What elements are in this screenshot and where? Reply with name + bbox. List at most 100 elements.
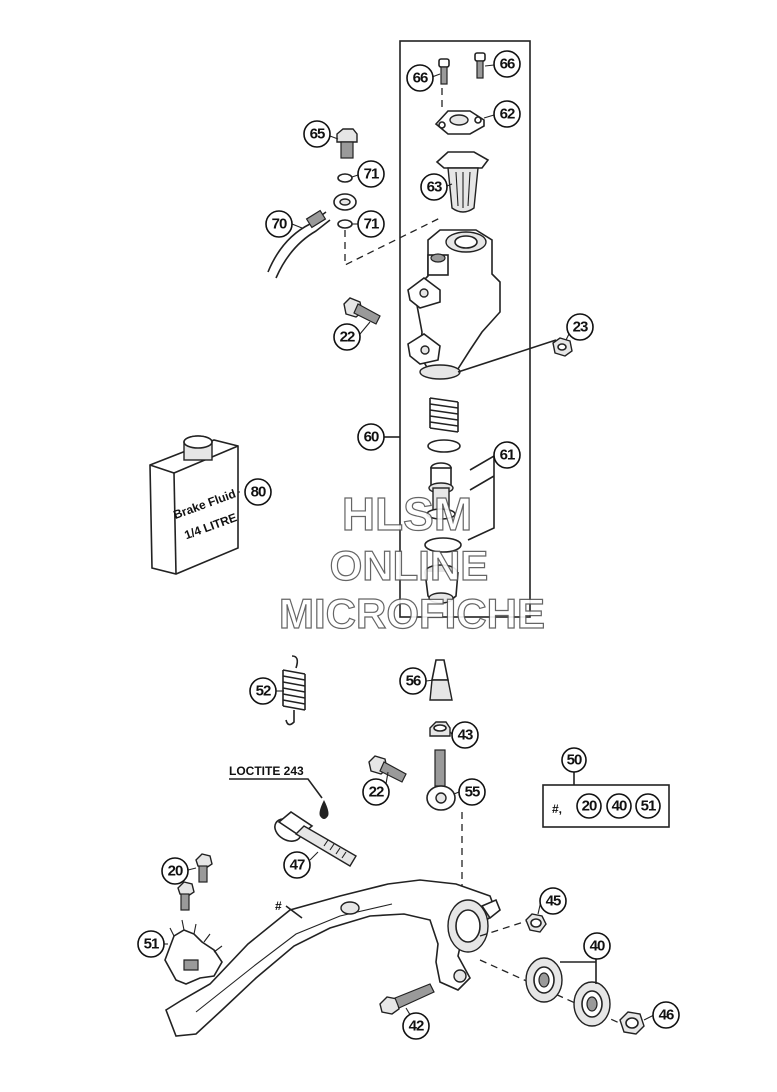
callout-leaders xyxy=(164,64,655,1021)
callout-56: 56 xyxy=(399,667,427,695)
callout-60: 60 xyxy=(357,423,385,451)
watermark-line3: MICROFICHE xyxy=(279,590,545,637)
brake-fluid-bottle-80: Brake Fluid 1/4 LITRE xyxy=(149,435,239,575)
nut-43 xyxy=(429,721,451,737)
washer-71-upper xyxy=(337,173,353,183)
svg-text:20: 20 xyxy=(168,863,183,880)
callout-40: 40 xyxy=(583,932,611,960)
leader-hash-lever xyxy=(285,905,303,919)
watermark: HLSM ONLINE MICROFICHE xyxy=(278,487,545,637)
svg-text:45: 45 xyxy=(546,893,561,910)
hash-marker-lever: # xyxy=(275,899,282,913)
callout-71-upper: 71 xyxy=(357,160,385,188)
clevis-leader xyxy=(457,339,557,373)
svg-text:22: 22 xyxy=(340,329,355,346)
svg-text:46: 46 xyxy=(659,1007,674,1024)
kit-box-callout-51: 51 xyxy=(635,793,661,819)
callout-66-left: 66 xyxy=(406,64,434,92)
banjo-bolt-65 xyxy=(336,128,358,159)
nut-23 xyxy=(552,337,573,357)
callout-22-upper: 22 xyxy=(333,323,361,351)
svg-text:62: 62 xyxy=(500,106,515,123)
svg-text:50: 50 xyxy=(567,752,582,769)
svg-text:70: 70 xyxy=(272,216,287,233)
callout-55: 55 xyxy=(458,778,486,806)
seal-61 xyxy=(424,537,462,553)
loctite-drop-icon xyxy=(319,800,329,819)
loctite-leader xyxy=(229,778,323,799)
foot-step-51 xyxy=(164,919,223,985)
dust-boot-60 xyxy=(424,564,459,604)
bolt-22-upper xyxy=(343,297,381,325)
diaphragm-63 xyxy=(435,151,490,213)
bolt-20-upper xyxy=(195,853,213,883)
svg-text:23: 23 xyxy=(573,319,588,336)
callout-50: 50 xyxy=(561,747,587,773)
svg-text:56: 56 xyxy=(406,673,421,690)
callout-70: 70 xyxy=(265,210,293,238)
svg-text:66: 66 xyxy=(413,70,428,87)
washer-71-lower xyxy=(337,219,353,229)
kit-box-callout-40: 40 xyxy=(606,793,632,819)
o-ring-60 xyxy=(427,439,461,453)
screw-66-left xyxy=(438,58,450,85)
nut45-dashed xyxy=(479,919,531,937)
callout-43: 43 xyxy=(451,721,479,749)
svg-text:51: 51 xyxy=(641,798,656,815)
callout-22-lower: 22 xyxy=(362,778,390,806)
pivot-bolt-47 xyxy=(274,811,357,867)
svg-text:43: 43 xyxy=(458,727,473,744)
svg-text:65: 65 xyxy=(310,126,325,143)
callout-20: 20 xyxy=(161,857,189,885)
callout-71-lower: 71 xyxy=(357,210,385,238)
callout-45: 45 xyxy=(539,887,567,915)
svg-text:80: 80 xyxy=(251,484,266,501)
screw-66-right xyxy=(474,52,486,79)
bearing-40-second xyxy=(573,981,611,1027)
svg-text:71: 71 xyxy=(364,216,379,233)
callout-61: 61 xyxy=(493,441,521,469)
svg-text:42: 42 xyxy=(409,1018,424,1035)
svg-text:20: 20 xyxy=(582,798,597,815)
callout-66-right: 66 xyxy=(493,50,521,78)
bolt-22-lower xyxy=(368,755,407,783)
master-cylinder-group-frame xyxy=(399,40,531,618)
svg-text:60: 60 xyxy=(364,429,379,446)
svg-text:47: 47 xyxy=(290,857,305,874)
svg-text:66: 66 xyxy=(500,56,515,73)
bearing-40-first xyxy=(525,957,563,1003)
callout-42: 42 xyxy=(402,1012,430,1040)
nut-45 xyxy=(525,913,547,933)
loctite-label: LOCTITE 243 xyxy=(229,764,304,778)
bolt-42 xyxy=(379,983,435,1015)
bolt-20-lower xyxy=(177,881,195,911)
piston-61 xyxy=(426,462,456,520)
svg-text:55: 55 xyxy=(465,784,480,801)
watermark-line2: ONLINE xyxy=(330,542,489,589)
return-spring-52 xyxy=(282,655,306,726)
svg-text:40: 40 xyxy=(612,798,627,815)
svg-text:22: 22 xyxy=(369,784,384,801)
callout-62: 62 xyxy=(493,100,521,128)
callout-47: 47 xyxy=(283,851,311,879)
svg-text:61: 61 xyxy=(500,447,515,464)
nut-46 xyxy=(619,1011,645,1035)
clevis-55 xyxy=(426,749,456,811)
pushrod-56 xyxy=(429,659,453,701)
reservoir-cap-62 xyxy=(434,110,485,135)
callout-65: 65 xyxy=(303,120,331,148)
svg-text:51: 51 xyxy=(144,936,159,953)
brake-lever xyxy=(165,879,501,1037)
callout-46: 46 xyxy=(652,1001,680,1029)
brake-hose-70 xyxy=(267,193,357,279)
svg-text:71: 71 xyxy=(364,166,379,183)
callout-63: 63 xyxy=(420,173,448,201)
watermark-line1: HLSM xyxy=(342,488,472,540)
leader-61 xyxy=(467,454,495,541)
svg-text:52: 52 xyxy=(256,683,271,700)
svg-text:40: 40 xyxy=(590,938,605,955)
master-cylinder-body xyxy=(407,229,501,380)
spring-60 xyxy=(429,396,459,433)
callout-80: 80 xyxy=(244,478,272,506)
